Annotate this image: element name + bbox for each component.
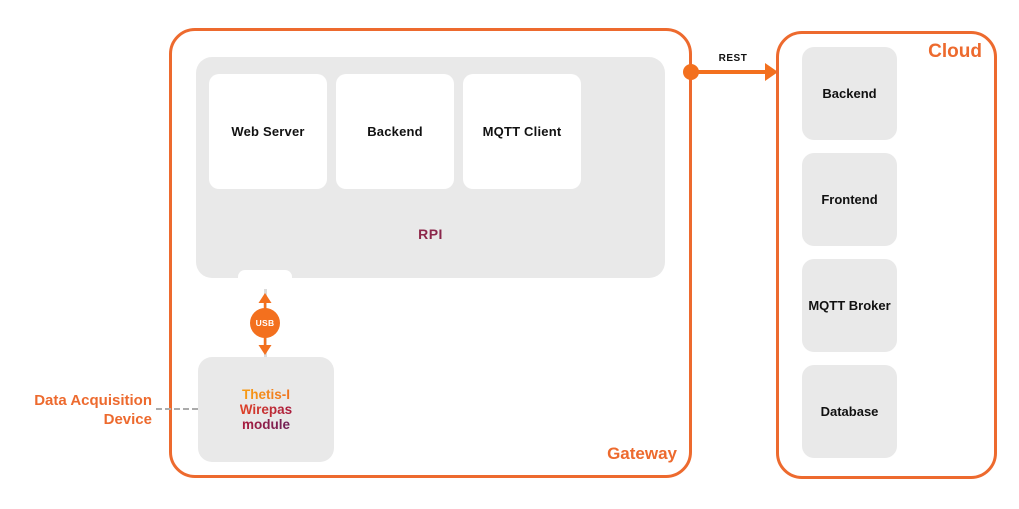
usb-badge-label: USB (255, 318, 275, 328)
module-label-line2: Wirepas (239, 402, 293, 417)
cloud-frontend-label: Frontend (821, 192, 878, 207)
cloud-database-box: Database (802, 365, 897, 458)
data-acquisition-device-label: Data Acquisition Device (34, 392, 152, 428)
wirepas-module-box: Thetis-I Wirepas module (198, 357, 334, 462)
cloud-backend-label: Backend (822, 86, 877, 101)
mqtt-client-card: MQTT Client (463, 74, 581, 189)
gateway-label: Gateway (607, 444, 677, 463)
rpi-label: RPI (196, 226, 665, 242)
mqtt-client-label: MQTT Client (482, 124, 562, 139)
module-label-line3: module (241, 417, 290, 432)
usb-port-tab (238, 270, 292, 289)
rest-origin-dot (683, 64, 699, 80)
module-label-line1: Thetis-I (241, 387, 290, 402)
usb-badge: USB (250, 308, 280, 338)
cloud-mqtt-broker-label: MQTT Broker (808, 298, 891, 313)
rest-link-label: REST (718, 53, 748, 64)
cloud-frontend-box: Frontend (802, 153, 897, 246)
gateway-backend-card: Backend (336, 74, 454, 189)
cloud-label: Cloud (928, 41, 982, 62)
rest-arrowhead-icon (765, 63, 778, 81)
gateway-backend-label: Backend (367, 124, 423, 139)
web-server-card: Web Server (209, 74, 327, 189)
web-server-label: Web Server (231, 124, 305, 139)
annotation-dashed-line (156, 408, 198, 410)
cloud-mqtt-broker-box: MQTT Broker (802, 259, 897, 352)
rest-arrow-line (691, 70, 768, 74)
cloud-backend-box: Backend (802, 47, 897, 140)
cloud-database-label: Database (820, 404, 879, 419)
